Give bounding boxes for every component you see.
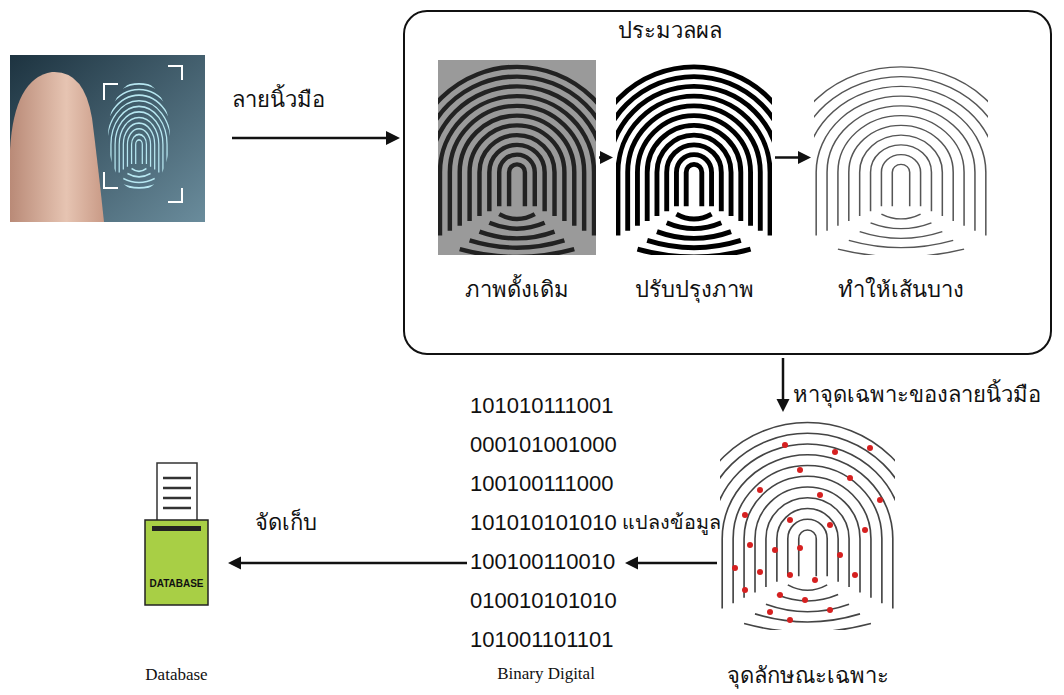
arrowhead [600, 151, 613, 164]
binary-block: 101010111001 000101001000 100100111000 1… [470, 386, 622, 687]
database-node: DATABASE Database [128, 460, 225, 688]
input-arrow [232, 131, 400, 145]
edge-label: หาจุดเฉพาะของลายนิ้วมือ [793, 380, 1041, 410]
image-stage: ทำให้เส้นบาง [814, 60, 988, 305]
minutiae-fingerprint [689, 415, 925, 632]
connector [625, 557, 717, 570]
connector [228, 557, 467, 570]
binary-digits: 101010111001 000101001000 100100111000 1… [470, 386, 622, 659]
arrowhead [777, 399, 790, 412]
group-title: ประมวลผล [618, 16, 722, 46]
label-anchor: หาจุดเฉพาะของลายนิ้วมือ [793, 380, 1041, 410]
connector [777, 358, 790, 412]
free-label: ลายนิ้วมือ [232, 85, 325, 115]
stage-caption: ภาพดั้งเดิม [438, 275, 596, 305]
original-fingerprint [410, 60, 623, 257]
block-caption: Database [128, 662, 225, 688]
connector-line [239, 562, 467, 565]
image-stage: ปรับปรุงภาพ [616, 60, 772, 305]
edge-label: แปลงข้อมูล [622, 508, 721, 538]
stage-caption: ปรับปรุงภาพ [616, 275, 772, 305]
stage-caption: ทำให้เส้นบาง [814, 275, 988, 305]
finger-photo [10, 55, 205, 222]
process-group: ประมวลผลภาพดั้งเดิม ปรับปรุงภาพ ทำให้เส้นบ… [403, 10, 1052, 355]
label-anchor: จัดเก็บ [255, 508, 317, 538]
connector-line [636, 562, 717, 565]
connector-line [775, 156, 800, 159]
block-caption: Binary Digital [470, 661, 622, 687]
connector-line [782, 358, 785, 401]
thinned-fingerprint [784, 60, 1019, 257]
stage-caption: จุดลักษณะเฉพาะ [720, 662, 895, 690]
arrowhead [228, 557, 241, 570]
image-stage: ภาพดั้งเดิม [438, 60, 596, 305]
icon-text: DATABASE [128, 577, 225, 591]
edge-label: จัดเก็บ [255, 508, 317, 538]
arrowhead [625, 557, 638, 570]
connector [599, 151, 613, 164]
connector [775, 151, 811, 164]
arrowhead [798, 151, 811, 164]
image-stage: จุดลักษณะเฉพาะ [720, 415, 895, 690]
label-anchor: แปลงข้อมูล [622, 508, 721, 538]
label-anchor: ลายนิ้วมือ [232, 85, 325, 115]
enhanced-fingerprint [589, 60, 800, 257]
